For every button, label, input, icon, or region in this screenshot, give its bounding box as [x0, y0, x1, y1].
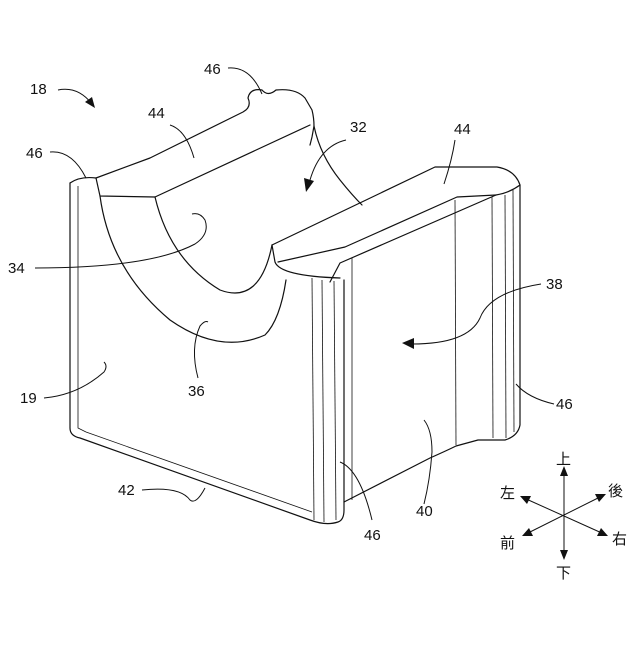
- compass-left-label: 左: [500, 485, 515, 502]
- label-44-left: 44: [148, 105, 165, 122]
- label-46-left: 46: [26, 145, 43, 162]
- label-32: 32: [350, 119, 367, 136]
- label-42: 42: [118, 482, 135, 499]
- label-34: 34: [8, 260, 25, 277]
- direction-compass: 上 下 左 右 前 後: [500, 451, 627, 582]
- label-46-top: 46: [204, 61, 221, 78]
- compass-down-label: 下: [556, 565, 571, 582]
- compass-back-label: 後: [608, 483, 623, 500]
- arrow-head-32: [304, 178, 314, 192]
- label-44-right: 44: [454, 121, 471, 138]
- label-36: 36: [188, 383, 205, 400]
- compass-right-label: 右: [612, 531, 627, 548]
- compass-up-label: 上: [556, 451, 571, 468]
- label-46-right: 46: [556, 396, 573, 413]
- compass-front-label: 前: [500, 535, 515, 552]
- label-18: 18: [30, 81, 47, 98]
- reference-numerals: 18 46 44 32 44 46 34 38 36 19 46 42 40 4…: [8, 61, 573, 544]
- label-40: 40: [416, 503, 433, 520]
- label-46-bottom: 46: [364, 527, 381, 544]
- label-19: 19: [20, 390, 37, 407]
- leader-lines: [35, 68, 554, 520]
- label-38: 38: [546, 276, 563, 293]
- arrow-head-38: [402, 338, 414, 349]
